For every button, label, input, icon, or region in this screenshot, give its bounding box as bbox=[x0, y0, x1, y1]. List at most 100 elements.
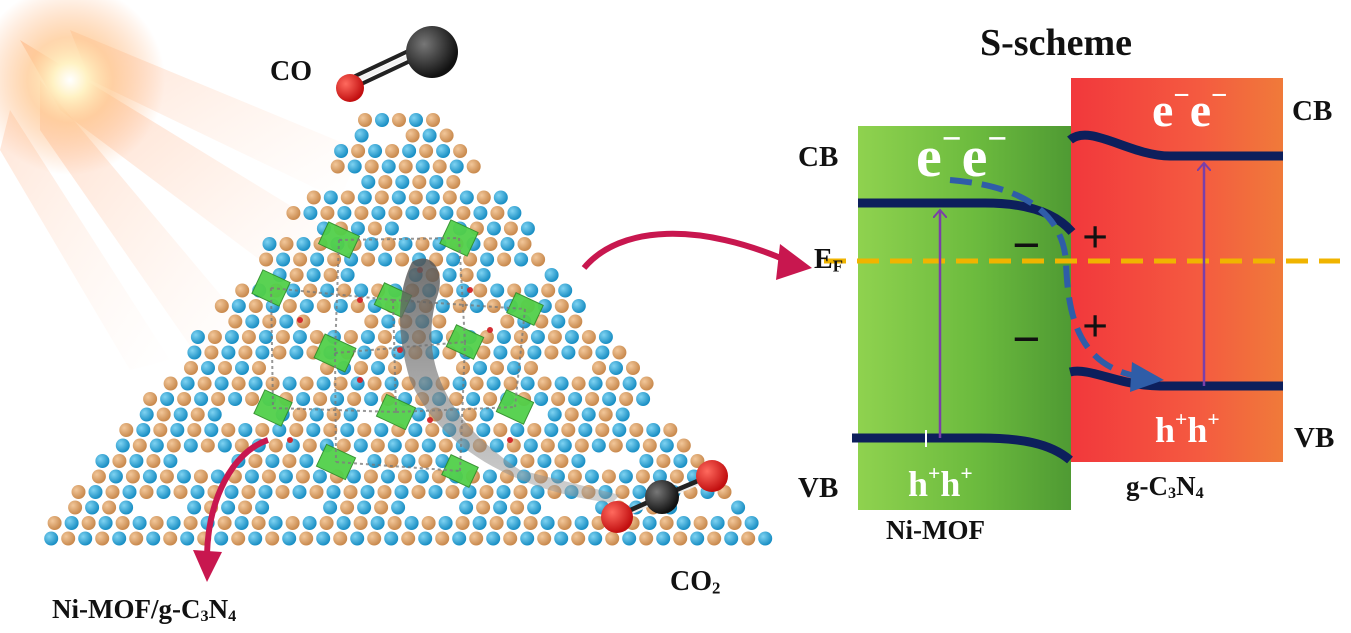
nitrogen-atom bbox=[235, 361, 249, 375]
carbon-atom bbox=[446, 175, 461, 189]
nitrogen-atom bbox=[588, 376, 603, 391]
carbon-atom bbox=[415, 237, 430, 251]
nitrogen-atom bbox=[217, 438, 232, 453]
carbon-atom bbox=[395, 252, 410, 267]
carbon-atom bbox=[452, 299, 467, 313]
nitrogen-atom bbox=[44, 531, 59, 546]
carbon-atom bbox=[483, 237, 498, 251]
carbon-atom bbox=[333, 531, 348, 546]
carbon-atom bbox=[669, 469, 684, 484]
carbon-atom bbox=[115, 516, 130, 530]
nitrogen-atom bbox=[466, 392, 481, 406]
carbon-atom bbox=[139, 485, 154, 499]
carbon-atom bbox=[340, 190, 355, 205]
carbon-atom bbox=[370, 438, 385, 453]
nitrogen-atom bbox=[493, 500, 508, 515]
nitrogen-atom bbox=[357, 345, 372, 360]
carbon-atom bbox=[197, 376, 212, 391]
nitrogen-atom bbox=[500, 237, 515, 251]
carbon-atom bbox=[405, 128, 420, 143]
nitrogen-atom bbox=[353, 438, 368, 453]
co2-molecule bbox=[601, 460, 728, 533]
diagram-title: S-scheme bbox=[980, 22, 1132, 64]
nitrogen-atom bbox=[95, 454, 110, 468]
nitrogen-atom bbox=[435, 454, 450, 468]
carbon-atom bbox=[282, 299, 297, 313]
nitrogen-atom bbox=[676, 516, 691, 530]
nitrogen-atom bbox=[337, 206, 352, 220]
carbon-atom bbox=[581, 330, 596, 344]
g-c3n4-vb-edge bbox=[1068, 366, 1283, 391]
nitrogen-atom bbox=[489, 438, 504, 453]
ni-mof-electrons: e−e− bbox=[916, 118, 1008, 189]
carbon-atom bbox=[221, 423, 236, 437]
g-c3n4-name-label: g-C3N4 bbox=[1126, 471, 1204, 503]
nitrogen-atom bbox=[346, 469, 361, 484]
carbon-atom bbox=[656, 454, 671, 468]
carbon-atom bbox=[503, 531, 518, 546]
carbon-atom bbox=[320, 206, 335, 220]
sunlight bbox=[0, 0, 360, 370]
nitrogen-atom bbox=[418, 531, 433, 546]
carbon-atom bbox=[255, 423, 270, 437]
carbon-atom bbox=[364, 159, 379, 174]
arrowhead-icon bbox=[776, 244, 812, 280]
carbon-atom bbox=[163, 531, 178, 546]
nitrogen-atom bbox=[183, 438, 198, 453]
nitrogen-atom bbox=[429, 175, 444, 189]
nitrogen-atom bbox=[64, 516, 79, 530]
carbon-atom bbox=[248, 299, 263, 313]
carbon-atom bbox=[404, 438, 419, 453]
carbon-atom bbox=[95, 531, 110, 546]
nitrogen-atom bbox=[214, 376, 229, 391]
carbon-atom bbox=[302, 438, 317, 453]
nitrogen-atom bbox=[507, 206, 522, 220]
carbon-atom bbox=[289, 423, 304, 437]
carbon-atom bbox=[361, 252, 376, 267]
carbon-atom bbox=[707, 531, 722, 546]
carbon-atom bbox=[367, 376, 382, 391]
nitrogen-atom bbox=[758, 531, 773, 546]
nitrogen-atom bbox=[506, 516, 521, 530]
nitrogen-atom bbox=[421, 438, 436, 453]
carbon-atom bbox=[741, 531, 756, 546]
nitrogen-atom bbox=[224, 330, 239, 344]
carbon-atom bbox=[184, 361, 198, 375]
composite-label: Ni-MOF/g-C3N4 bbox=[52, 594, 237, 626]
nitrogen-atom bbox=[476, 423, 491, 437]
nitrogen-atom bbox=[476, 268, 491, 282]
carbon-atom bbox=[231, 376, 246, 391]
carbon-atom bbox=[598, 407, 613, 422]
carbon-atom bbox=[286, 206, 301, 220]
carbon-atom bbox=[462, 407, 477, 422]
carbon-atom bbox=[217, 516, 232, 530]
band-diagram bbox=[824, 78, 1340, 510]
sun-icon bbox=[0, 0, 165, 175]
nitrogen-atom bbox=[622, 376, 637, 391]
nitrogen-atom bbox=[381, 159, 396, 174]
nitrogen-atom bbox=[334, 144, 349, 158]
nitrogen-atom bbox=[292, 485, 307, 499]
nitrogen-atom bbox=[296, 237, 311, 251]
nitrogen-atom bbox=[472, 516, 487, 530]
nitrogen-atom bbox=[415, 159, 430, 174]
nitrogen-atom bbox=[540, 516, 555, 530]
carbon-atom bbox=[435, 531, 450, 546]
carbon-atom bbox=[541, 283, 556, 298]
carbon-atom bbox=[547, 330, 562, 344]
carbon-atom bbox=[483, 392, 498, 406]
carbon-atom bbox=[469, 376, 484, 391]
carbon-atom bbox=[520, 454, 535, 468]
carbon-atom bbox=[456, 206, 471, 220]
nitrogen-atom bbox=[436, 144, 451, 158]
nitrogen-atom bbox=[381, 314, 396, 329]
nitrogen-atom bbox=[210, 469, 225, 484]
nitrogen-atom bbox=[598, 330, 613, 344]
nitrogen-atom bbox=[306, 268, 321, 282]
nitrogen-atom bbox=[360, 485, 375, 499]
carbon-atom bbox=[497, 252, 512, 267]
carbon-atom bbox=[351, 144, 366, 158]
nitrogen-atom bbox=[544, 268, 559, 282]
co-molecule bbox=[336, 26, 458, 102]
nitrogen-atom bbox=[122, 485, 137, 499]
